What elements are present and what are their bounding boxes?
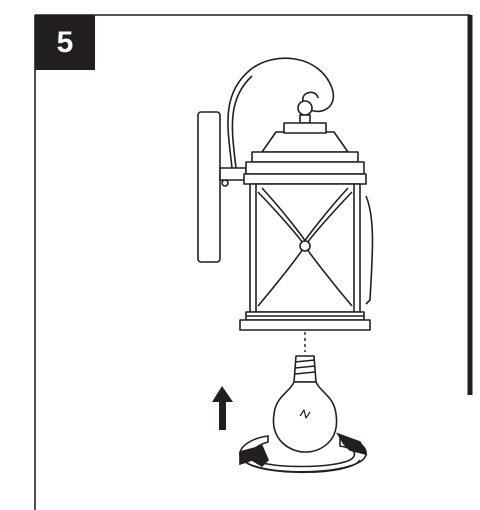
wall-lantern-icon — [197, 57, 374, 331]
light-bulb-icon — [272, 355, 338, 453]
panel-border — [34, 14, 473, 510]
rotate-arrow-icon — [239, 432, 368, 474]
step-number-badge: 5 — [35, 15, 95, 70]
up-arrow-icon — [212, 386, 233, 430]
